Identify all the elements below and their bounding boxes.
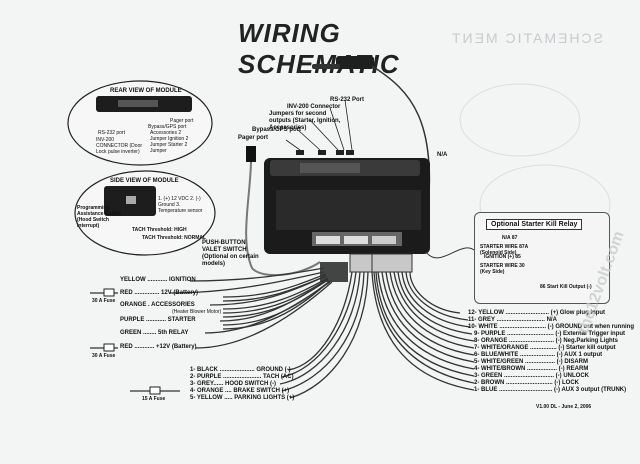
label-jumpers: Jumpers for second outputs (Starter, Ign… xyxy=(269,111,341,131)
wire-r12: 12- YELLOW .......................... (+… xyxy=(468,310,606,316)
valet-switch-label: PUSH-BUTTON VALET SWITCH (Optional on ce… xyxy=(202,240,259,267)
label-rs232: RS-232 Port xyxy=(330,97,365,103)
wire-r5: 5- WHITE/GREEN .................. (-) DI… xyxy=(474,359,589,365)
side-view-heading: SIDE VIEW OF MODULE xyxy=(110,178,179,184)
wire-ground: 1- BLACK ..................... GROUND (-… xyxy=(190,367,291,373)
wire-r10: 10- WHITE ............................ (… xyxy=(468,324,634,330)
connector-right xyxy=(371,253,413,273)
rear-rs232: RS-232 port xyxy=(98,130,125,136)
wire-r8: 8- ORANGE ........................... (-… xyxy=(474,338,619,344)
wire-r3: 3- GREEN .............................. … xyxy=(474,373,590,379)
connector-small xyxy=(320,262,348,282)
fuse-1-label: 30 A Fuse xyxy=(92,298,116,304)
relay-title: Optional Starter Kill Relay xyxy=(486,219,583,230)
fuse-2-label: 30 A Fuse xyxy=(92,353,116,359)
wire-brake-switch: 4- ORANGE .... BRAKE SWITCH (+) xyxy=(190,388,290,394)
connector-left xyxy=(349,253,373,273)
wire-r6: 6- BLUE/WHITE ..................... (-) … xyxy=(474,352,603,358)
wire-plus12v-battery: RED ............ +12V (Battery) xyxy=(120,344,197,350)
wire-5th-relay: GREEN ........ 5th RELAY xyxy=(120,330,189,336)
rear-pager-port: Pager port xyxy=(170,118,194,124)
wire-starter: PURPLE ............ STARTER xyxy=(120,317,196,323)
rear-jumpers: Accessories 2 Jumper Ignition 2 Jumper S… xyxy=(150,130,189,154)
relay-s30: STARTER WIRE 30 (Key Side) xyxy=(480,263,525,275)
label-na: N/A xyxy=(437,152,448,158)
fuse-3 xyxy=(149,386,161,395)
rear-bypass-port: Bypass/GPS port xyxy=(148,124,187,130)
side-prog-button: Programming Assistance Button (Hood Swit… xyxy=(77,205,121,229)
relay-s87a: STARTER WIRE 87A (Solenoid Side) xyxy=(480,244,529,256)
label-inv200: INV-200 Connector xyxy=(287,104,341,110)
side-pins: 1. (+) 12 VDC 2. (-) Ground 3. Temperatu… xyxy=(158,196,203,214)
wire-accessories-note: (Heater Blower Motor) xyxy=(172,309,222,315)
wire-hood-switch: 3- GREY...... HOOD SWITCH (-) xyxy=(190,381,277,387)
relay-ign85: IGNITION (+) 85 xyxy=(484,254,521,260)
label-bypass: Bypass/GPS port xyxy=(252,127,302,133)
wire-r1: 1- BLUE ................................… xyxy=(474,387,627,393)
wire-tach: 2- PURPLE ....................... TACH (… xyxy=(190,374,294,380)
wire-r9: 9- PURPLE ............................ (… xyxy=(474,331,626,337)
relay-n87: N/A 87 xyxy=(502,235,518,241)
side-tach-high: TACH Threshold: HIGH xyxy=(132,227,187,233)
rear-view-heading: REAR VIEW OF MODULE xyxy=(110,88,182,94)
wire-r4: 4- WHITE/BROWN .................. (-) RE… xyxy=(474,366,589,372)
wire-r11: 11- GREY ............................. N… xyxy=(468,317,557,323)
version-text: V1.00 DL - June 2, 2006 xyxy=(536,404,592,410)
relay-o86: 86 Start Kill Output (-) xyxy=(540,284,592,290)
rear-inv200: INV-200 CONNECTOR (Door Lock pulse inver… xyxy=(96,137,143,155)
wire-ignition: YELLOW ............ IGNITION xyxy=(120,277,196,283)
wire-r2: 2- BROWN ............................ (-… xyxy=(474,380,579,386)
side-tach-normal: TACH Threshold: NORMAL xyxy=(142,235,207,241)
antenna xyxy=(336,56,374,69)
fuse-2 xyxy=(103,343,115,352)
fuse-1 xyxy=(103,288,115,297)
wire-12v-battery: RED ............... 12V (Battery) xyxy=(120,290,199,296)
valet-switch xyxy=(246,146,256,162)
wire-r7: 7- WHITE/ORANGE ................ (-) Sta… xyxy=(474,345,616,351)
fuse-3-label: 15 A Fuse xyxy=(142,396,166,402)
label-pager: Pager port xyxy=(238,135,269,141)
wire-parking-lights: 5- YELLOW ..... PARKING LIGHTS (+) xyxy=(190,395,295,401)
wire-accessories: ORANGE . ACCESSORIES xyxy=(120,302,195,308)
